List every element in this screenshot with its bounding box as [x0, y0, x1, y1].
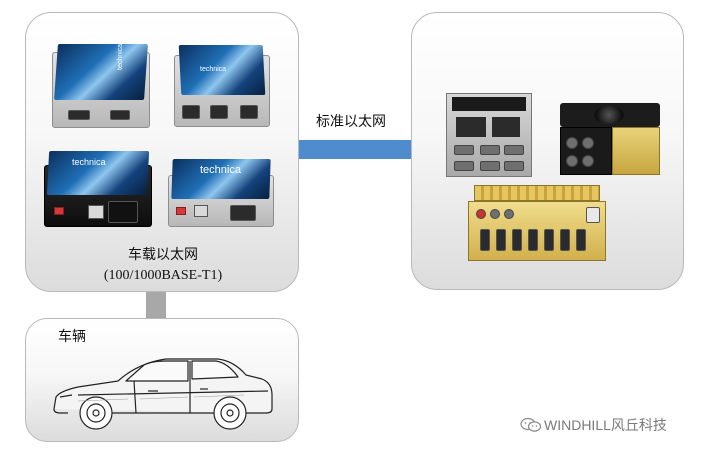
vehicle-link-connector: [146, 292, 166, 319]
vehicle-panel: 车辆: [25, 318, 299, 442]
technica-logo-4: technica: [200, 164, 241, 176]
data-logger-device-3: [468, 185, 606, 261]
media-converter-device-3: technica: [44, 151, 152, 227]
media-converter-device-4: technica: [168, 159, 274, 227]
vehicle-ethernet-title: 车载以太网: [128, 248, 198, 263]
media-converter-device-2: technica: [174, 45, 270, 127]
standard-ethernet-label: 标准以太网: [316, 115, 386, 130]
technica-logo-2: technica: [200, 66, 227, 73]
vehicle-ethernet-subtitle: (100/1000BASE-T1): [103, 268, 223, 283]
windhill-watermark: WINDHILL风丘科技: [520, 416, 667, 434]
media-converter-device-1: technica: [52, 44, 150, 128]
watermark-text: WINDHILL风丘科技: [544, 417, 667, 433]
technica-logo-3: technica: [72, 157, 106, 167]
data-logger-device-1: [446, 93, 532, 177]
standard-ethernet-panel: [411, 12, 684, 290]
wechat-icon: [520, 417, 542, 432]
standard-ethernet-link: [299, 140, 411, 159]
data-logger-device-2: [560, 103, 660, 175]
vehicle-title: 车辆: [58, 330, 86, 345]
sedan-car-illustration: [53, 358, 273, 430]
technica-logo-1: technica: [117, 43, 124, 70]
vehicle-ethernet-panel: technica technica technica technica 车载以太…: [25, 12, 299, 292]
